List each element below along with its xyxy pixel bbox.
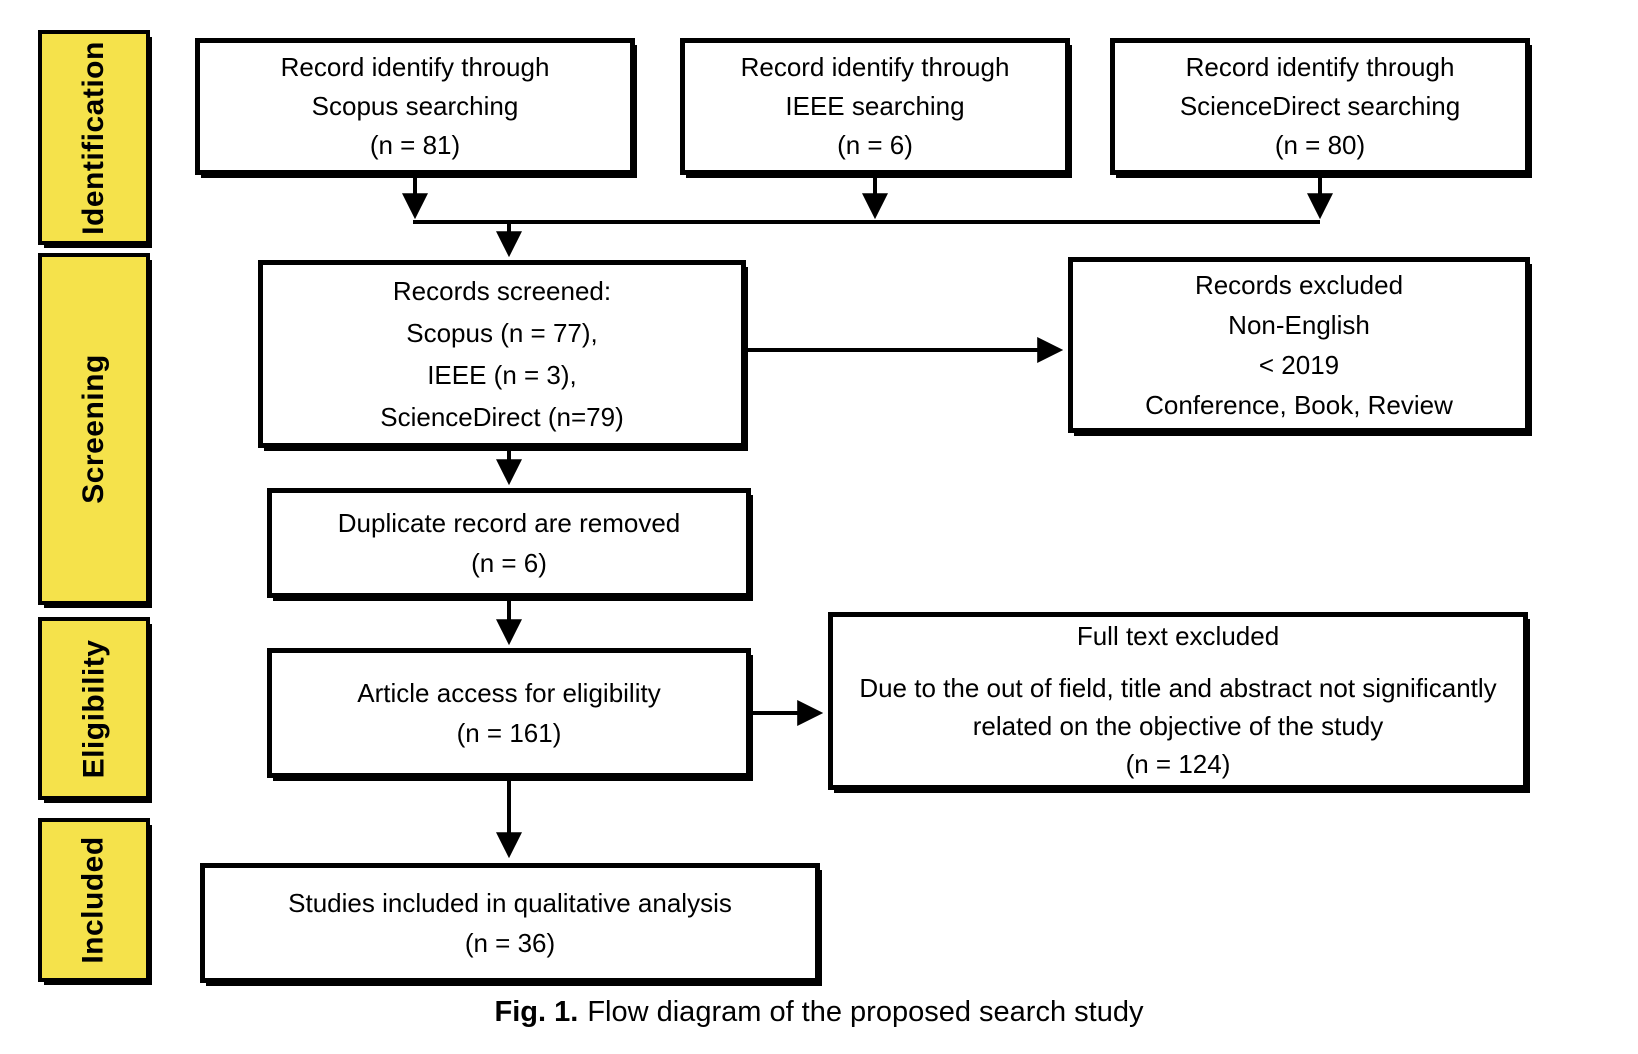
stage-label: Eligibility: [77, 639, 111, 778]
box-line: (n = 161): [456, 718, 562, 748]
stage-identification: Identification: [38, 30, 150, 245]
caption-text: Flow diagram of the proposed search stud…: [587, 996, 1144, 1028]
box-line: Conference, Book, Review: [1145, 390, 1453, 420]
stage-label: Screening: [77, 354, 110, 504]
box-line: Record identify through: [1185, 52, 1455, 82]
box-line: (n = 81): [369, 130, 461, 160]
box-line: (n = 6): [471, 548, 547, 578]
box-count: (n = 124): [1125, 749, 1231, 779]
stage-label: Identification: [77, 40, 111, 235]
box-line: Duplicate record are removed: [337, 508, 681, 538]
box-line: Studies included in qualitative analysis: [288, 888, 732, 918]
box-line: IEEE (n = 3),: [427, 360, 577, 390]
records-excluded-box: Records excluded Non-English < 2019 Conf…: [1068, 257, 1530, 433]
box-line: Article access for eligibility: [357, 678, 661, 708]
stage-eligibility: Eligibility: [38, 617, 150, 800]
stage-label: Included: [77, 836, 110, 964]
duplicates-removed-box: Duplicate record are removed (n = 6): [267, 488, 751, 598]
studies-included-box: Studies included in qualitative analysis…: [200, 863, 820, 983]
box-line: (n = 80): [1274, 130, 1366, 160]
box-line: ScienceDirect searching: [1179, 91, 1461, 121]
scopus-records-box: Record identify through Scopus searching…: [195, 38, 635, 175]
box-line: (n = 36): [464, 928, 556, 958]
article-access-box: Article access for eligibility (n = 161): [267, 648, 751, 778]
caption-label: Fig. 1.: [494, 996, 579, 1028]
box-body: Due to the out of field, title and abstr…: [859, 673, 1497, 741]
box-line: Scopus (n = 77),: [406, 318, 598, 348]
box-line: Scopus searching: [311, 91, 519, 121]
stage-screening: Screening: [38, 253, 150, 605]
box-line: ScienceDirect (n=79): [380, 402, 624, 432]
fulltext-excluded-box: Full text excluded Due to the out of fie…: [828, 612, 1528, 790]
box-title: Full text excluded: [1076, 621, 1280, 651]
ieee-records-box: Record identify through IEEE searching (…: [680, 38, 1070, 175]
box-line: < 2019: [1258, 350, 1340, 380]
box-line: Non-English: [1228, 310, 1370, 340]
box-line: IEEE searching: [785, 91, 965, 121]
box-line: (n = 6): [837, 130, 913, 160]
box-line: Records excluded: [1194, 270, 1404, 300]
box-line: Records screened:: [392, 276, 612, 306]
sciencedirect-records-box: Record identify through ScienceDirect se…: [1110, 38, 1530, 175]
records-screened-box: Records screened: Scopus (n = 77), IEEE …: [258, 260, 746, 448]
box-line: Record identify through: [280, 52, 550, 82]
stage-included: Included: [38, 818, 150, 982]
box-line: Record identify through: [740, 52, 1010, 82]
figure-caption: Fig. 1.Flow diagram of the proposed sear…: [0, 996, 1638, 1029]
